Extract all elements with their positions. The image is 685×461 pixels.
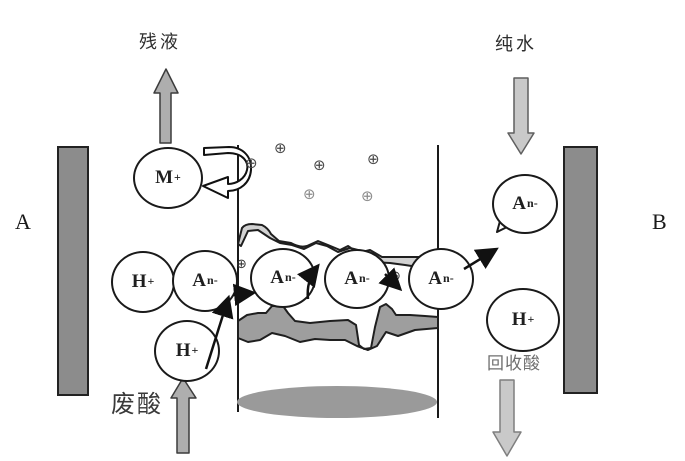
plus-charge-icon: ⊕ [274, 139, 287, 157]
plus-charge-icon: ⊕ [367, 150, 380, 168]
solution-pool [237, 386, 437, 418]
ion-label: H [175, 340, 191, 361]
waste-acid-up-arrow [170, 377, 197, 454]
ion-label: M [155, 167, 174, 188]
ion-label: H [511, 309, 527, 330]
ion-label: A [192, 270, 207, 291]
electrode-left [57, 146, 89, 396]
h-plus-ion-right: H+ [486, 288, 560, 352]
plus-charge-icon: ⊕ [390, 269, 401, 284]
electrode-right [563, 146, 598, 394]
pure-water-down-arrow [507, 77, 535, 155]
plus-charge-icon: ⊕ [245, 154, 258, 172]
plus-charge-icon: ⊕ [303, 185, 316, 203]
recovered-acid-label: 回收酸 [487, 354, 541, 373]
ion-label: A [512, 193, 527, 214]
residual-label: 残液 [139, 32, 181, 52]
ion-label: A [428, 268, 443, 289]
m-plus-ion: M+ [133, 147, 203, 209]
h-plus-ion-bottom: H+ [154, 320, 220, 382]
residual-up-arrow [153, 68, 179, 144]
plus-charge-icon: ⊕ [361, 187, 374, 205]
pure-water-label: 纯水 [495, 34, 537, 54]
zone-label-a: A [15, 209, 31, 234]
waste-acid-label: 废酸 [111, 391, 163, 418]
h-plus-ion-left: H+ [111, 251, 175, 313]
rejection-curved-arrow [202, 146, 253, 199]
ion-label: H [131, 271, 147, 292]
zone-label-b: B [652, 209, 667, 234]
recovered-acid-down-arrow [492, 379, 522, 457]
ion-label: A [344, 268, 359, 289]
plus-charge-icon: ⊕ [236, 257, 247, 272]
ion-label: A [270, 267, 285, 288]
membrane-bottom-layer [237, 303, 439, 351]
plus-charge-icon: ⊕ [313, 156, 326, 174]
